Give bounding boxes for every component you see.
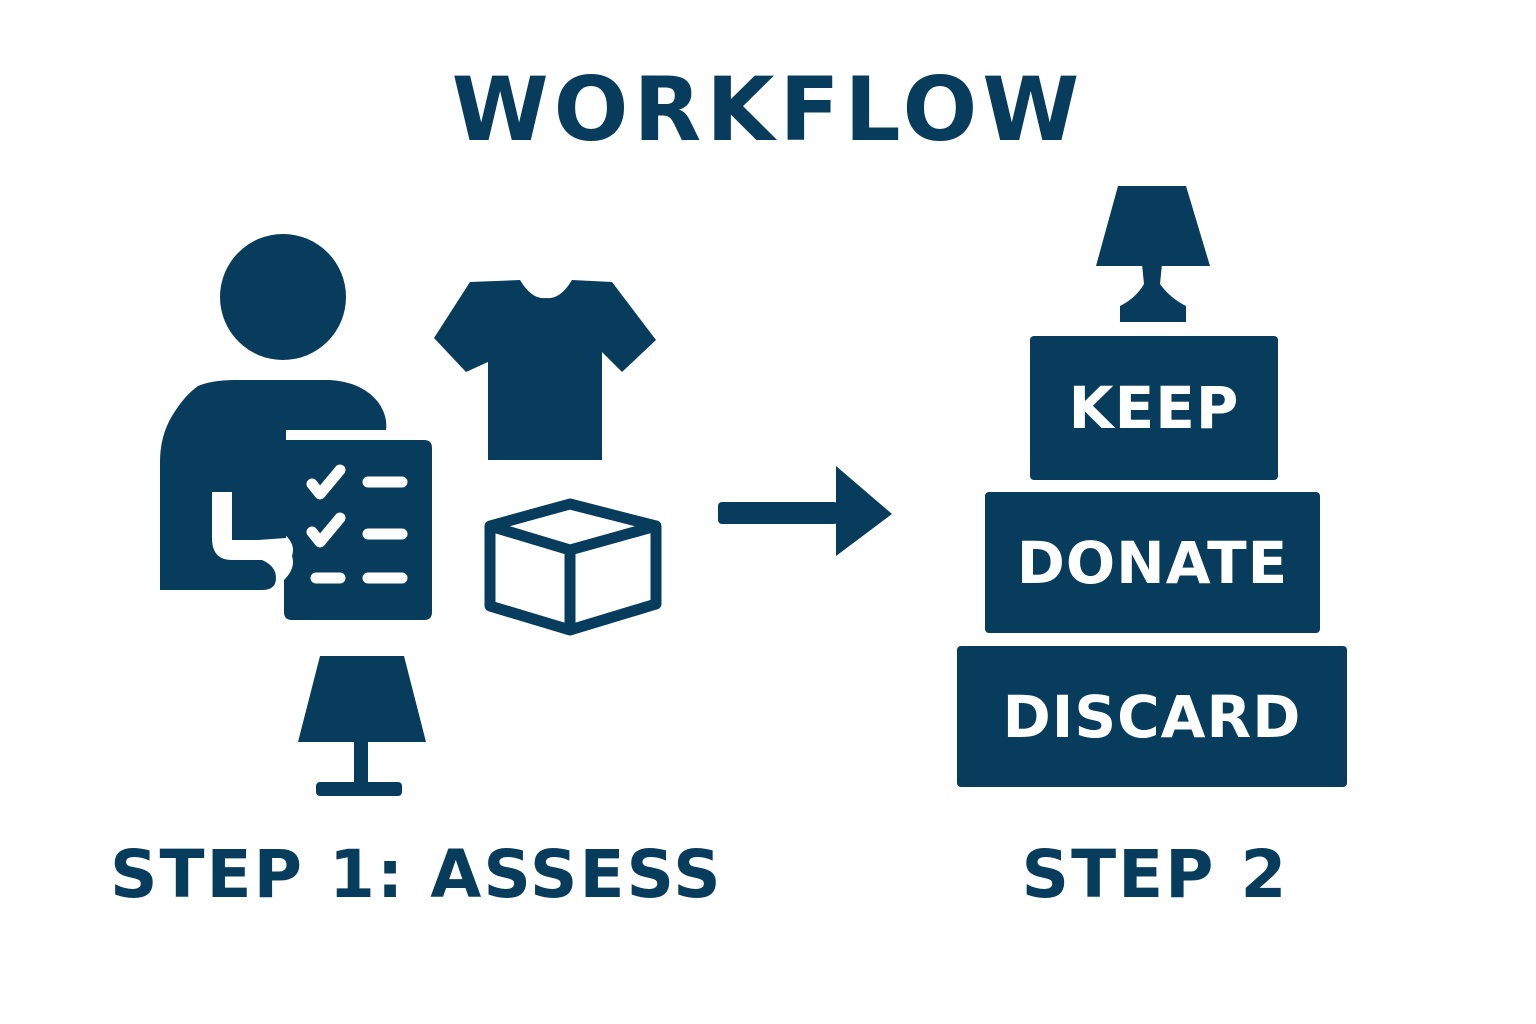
step-2-label: STEP 2 <box>1021 836 1289 913</box>
diagram-title: WORKFLOW <box>451 58 1085 161</box>
tier-discard: DISCARD <box>957 646 1347 787</box>
arrow-right-icon <box>718 466 892 556</box>
tier-donate: DONATE <box>985 492 1320 633</box>
checklist-clipboard-icon <box>284 440 432 620</box>
tier-keep: KEEP <box>1030 336 1278 480</box>
t-shirt-icon <box>434 280 656 460</box>
step-2-lamp-icon <box>1096 186 1210 322</box>
step-1-label: STEP 1: ASSESS <box>110 836 723 913</box>
person-icon <box>160 234 387 590</box>
lamp-icon <box>298 656 426 796</box>
box-icon <box>484 498 662 636</box>
